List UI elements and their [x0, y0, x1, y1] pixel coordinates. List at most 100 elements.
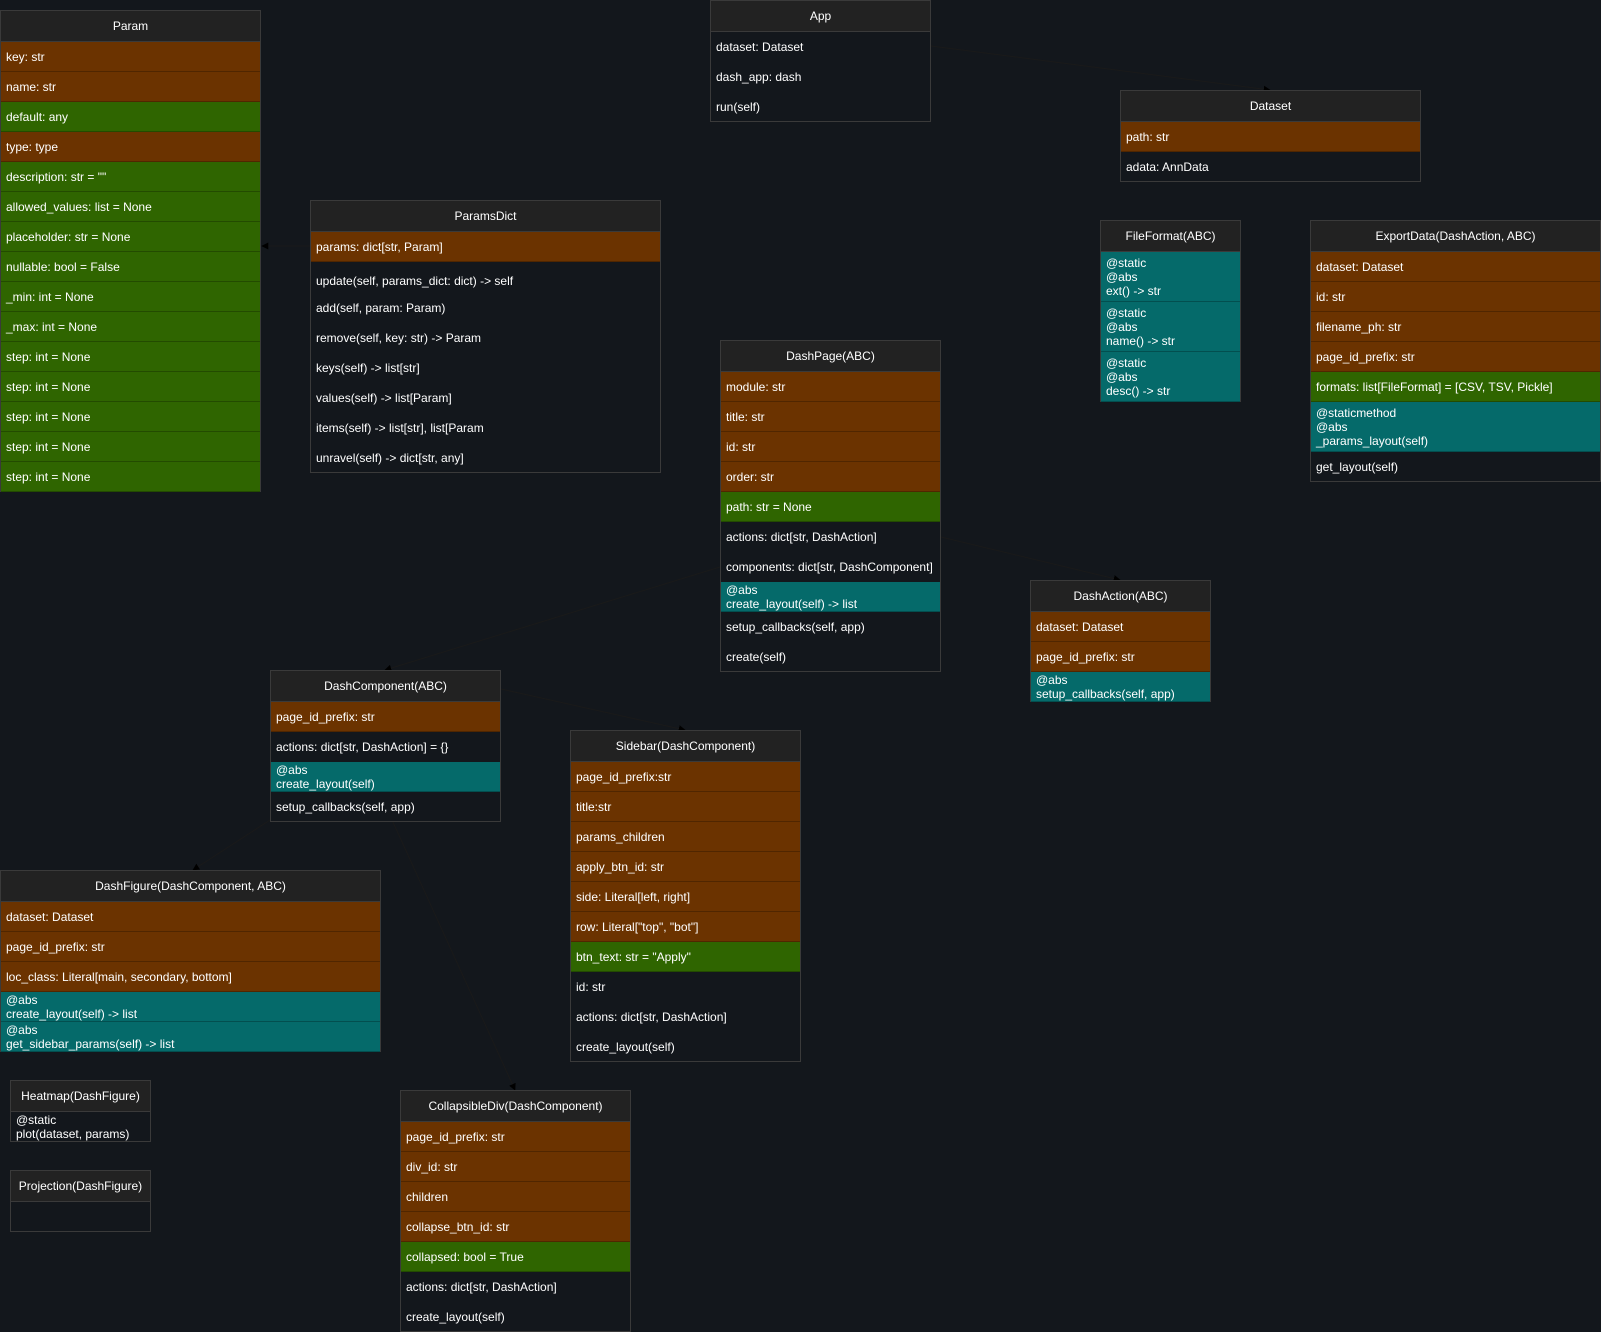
class-attribute-default: placeholder: str = None	[1, 222, 260, 252]
class-header-projection: Projection(DashFigure)	[11, 1171, 150, 1202]
class-box-export-data[interactable]: ExportData(DashAction, ABC) dataset: Dat…	[1310, 220, 1601, 482]
class-box-dataset[interactable]: Dataset path: str adata: AnnData	[1120, 90, 1421, 182]
class-member: adata: AnnData	[1126, 160, 1209, 174]
class-attribute-required: module: str	[721, 372, 940, 402]
class-attribute-default: step: int = None	[1, 372, 260, 402]
class-attribute-required: page_id_prefix:str	[571, 762, 800, 792]
member-line: @staticmethod	[1316, 405, 1397, 420]
class-attribute-required: type: type	[1, 132, 260, 162]
class-member: create(self)	[726, 650, 787, 664]
edge-dashcomponent-to-collapsible	[391, 819, 516, 1091]
class-member: actions: dict[str, DashAction]	[726, 530, 877, 544]
member-line: plot(dataset, params)	[16, 1127, 130, 1141]
class-member: keys(self) -> list[str]	[316, 361, 420, 375]
class-header-dash-action: DashAction(ABC)	[1031, 581, 1210, 612]
edge-dashcomponent-to-dashfigure	[192, 819, 271, 871]
class-member: setup_callbacks(self, app)	[276, 800, 415, 814]
class-attribute-default: _min: int = None	[1, 282, 260, 312]
member-line: _params_layout(self)	[1316, 433, 1429, 448]
class-attribute-required: page_id_prefix: str	[271, 702, 500, 732]
class-attribute-required: row: Literal["top", "bot"]	[571, 912, 800, 942]
member-line: setup_callbacks(self, app)	[1036, 686, 1175, 701]
class-attribute-required: name: str	[1, 72, 260, 102]
class-box-dash-component[interactable]: DashComponent(ABC) page_id_prefix: str ac…	[270, 670, 501, 822]
edge-dashcomponent-to-sidebar	[500, 688, 686, 733]
class-header-heatmap: Heatmap(DashFigure)	[11, 1081, 150, 1112]
class-attribute-required: order: str	[721, 462, 940, 492]
member-line: @abs	[1106, 269, 1138, 284]
class-header-app: App	[711, 1, 930, 32]
class-attribute-required: side: Literal[left, right]	[571, 882, 800, 912]
member-line: @static	[1106, 305, 1147, 320]
class-attribute-required: key: str	[1, 42, 260, 72]
class-attribute-required: loc_class: Literal[main, secondary, bott…	[1, 962, 380, 992]
member-line: ext() -> str	[1106, 283, 1162, 298]
member-line: @abs	[276, 762, 308, 777]
class-member: dataset: Dataset	[716, 40, 804, 54]
class-header-dash-component: DashComponent(ABC)	[271, 671, 500, 702]
class-box-projection[interactable]: Projection(DashFigure)	[10, 1170, 151, 1232]
class-member: unravel(self) -> dict[str, any]	[316, 451, 464, 465]
class-box-dash-figure[interactable]: DashFigure(DashComponent, ABC) dataset: …	[0, 870, 381, 1052]
class-member: remove(self, key: str) -> Param	[316, 331, 482, 345]
class-attribute-required: dataset: Dataset	[1031, 612, 1210, 642]
member-line: @abs	[726, 582, 758, 597]
edge-app-to-dataset	[930, 45, 1271, 93]
class-attribute-default: path: str = None	[721, 492, 940, 522]
class-member: run(self)	[716, 100, 761, 114]
class-attribute-default: step: int = None	[1, 462, 260, 492]
member-line: create_layout(self) -> list	[726, 596, 858, 611]
member-line: @static	[16, 1113, 57, 1127]
class-attribute-default: step: int = None	[1, 342, 260, 372]
class-member: actions: dict[str, DashAction] = {}	[276, 740, 449, 754]
class-attribute-default: allowed_values: list = None	[1, 192, 260, 222]
class-attribute-default: step: int = None	[1, 432, 260, 462]
class-member: dash_app: dash	[716, 70, 802, 84]
class-attribute-required: page_id_prefix: str	[1031, 642, 1210, 672]
member-line: create_layout(self)	[276, 776, 375, 791]
class-attribute-required: id: str	[1311, 282, 1600, 312]
class-box-sidebar[interactable]: Sidebar(DashComponent) page_id_prefix:st…	[570, 730, 801, 1062]
member-line: name() -> str	[1106, 333, 1176, 348]
edge-dashpage-to-dashcomponent	[384, 566, 721, 672]
member-line: @static	[1106, 255, 1147, 270]
class-member: get_layout(self)	[1316, 460, 1399, 474]
class-attribute-default: _max: int = None	[1, 312, 260, 342]
class-attribute-default: btn_text: str = "Apply"	[571, 942, 800, 972]
class-member: actions: dict[str, DashAction]	[406, 1280, 557, 1294]
member-line: @abs	[1106, 369, 1138, 384]
class-attribute-required: path: str	[1121, 122, 1420, 152]
class-header-dataset: Dataset	[1121, 91, 1420, 122]
class-attribute-required: title:str	[571, 792, 800, 822]
class-member: components: dict[str, DashComponent]	[726, 560, 933, 574]
class-header-dash-page: DashPage(ABC)	[721, 341, 940, 372]
class-attribute-required: apply_btn_id: str	[571, 852, 800, 882]
member-line: desc() -> str	[1106, 383, 1171, 398]
member-line: @abs	[6, 1022, 38, 1037]
class-attribute-required: dataset: Dataset	[1311, 252, 1600, 282]
class-member: setup_callbacks(self, app)	[726, 620, 865, 634]
class-member: create_layout(self)	[406, 1310, 505, 1324]
class-header-params-dict: ParamsDict	[311, 201, 660, 232]
class-box-collapsible-div[interactable]: CollapsibleDiv(DashComponent) page_id_pr…	[400, 1090, 631, 1332]
class-box-app[interactable]: App dataset: Dataset dash_app: dash run(se…	[710, 0, 931, 122]
class-attribute-required: children	[401, 1182, 630, 1212]
class-attribute-default: nullable: bool = False	[1, 252, 260, 282]
class-header-param: Param	[1, 11, 260, 42]
member-line: create_layout(self) -> list	[6, 1006, 138, 1021]
class-member: values(self) -> list[Param]	[316, 391, 452, 405]
class-header-file-format: FileFormat(ABC)	[1101, 221, 1240, 252]
class-box-params-dict[interactable]: ParamsDict params: dict[str, Param]updat…	[310, 200, 661, 473]
member-line: @static	[1106, 355, 1147, 370]
class-attribute-required: page_id_prefix: str	[1311, 342, 1600, 372]
